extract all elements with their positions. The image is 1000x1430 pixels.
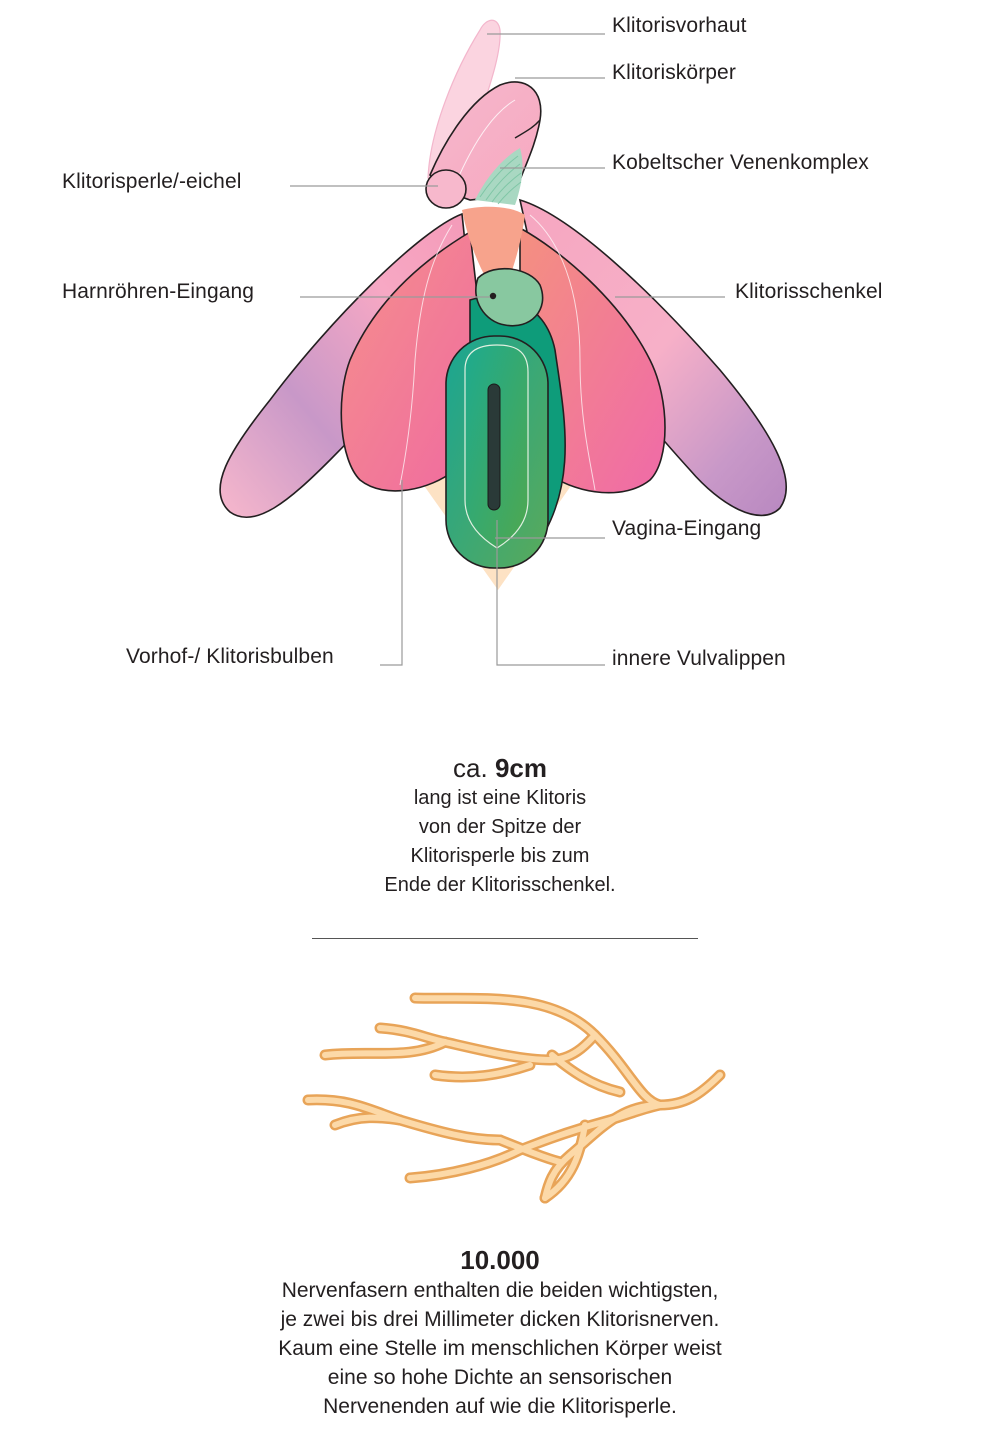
- label-venenkomplex: Kobeltscher Venenkomplex: [612, 151, 869, 174]
- bulb-highlight-left: [399, 224, 453, 486]
- nerve-line: Nervenenden auf wie die Klitorisperle.: [323, 1395, 677, 1418]
- nerve-line: eine so hohe Dichte an sensorischen: [327, 1366, 673, 1389]
- label-klitorisvorhaut: Klitorisvorhaut: [612, 14, 747, 37]
- anatomy-diagram: [219, 19, 788, 666]
- body-fold: [514, 119, 541, 139]
- label-vulvalippen: innere Vulvalippen: [612, 647, 786, 670]
- nerve-stat: 10.000 Nervenfasern enthalten die beiden…: [150, 1244, 850, 1421]
- label-klitoriskoerper: Klitoriskörper: [612, 61, 736, 84]
- label-bulben: Vorhof-/ Klitorisbulben: [126, 645, 334, 668]
- section-divider: [312, 938, 698, 939]
- urethra-blob: [475, 267, 544, 327]
- leader-lines: [290, 33, 725, 666]
- nerve-value: 10.000: [460, 1245, 540, 1275]
- length-line: lang ist eine Klitoris: [413, 787, 587, 809]
- length-line: Ende der Klitorisschenkel.: [384, 874, 616, 896]
- body-inner-line: [454, 99, 516, 186]
- label-klitorisperle: Klitorisperle/-eichel: [62, 170, 242, 193]
- nerve-line: Kaum eine Stelle im menschlichen Körper …: [278, 1337, 722, 1360]
- bulb-highlight-right: [529, 214, 596, 491]
- label-vagina: Vagina-Eingang: [612, 517, 762, 540]
- vaginal-opening: [487, 383, 501, 511]
- nerve-line: Nervenfasern enthalten die beiden wichti…: [281, 1279, 719, 1302]
- label-harnroehre: Harnröhren-Eingang: [62, 280, 255, 303]
- length-value: 9cm: [494, 753, 547, 783]
- length-line: Klitorisperle bis zum: [410, 845, 590, 867]
- urethra-dot: [489, 292, 497, 300]
- length-headline: ca. 9cm: [453, 753, 547, 783]
- label-klitorisschenkel: Klitorisschenkel: [735, 280, 883, 303]
- nerve-illustration: [302, 992, 726, 1204]
- nerve-line: je zwei bis drei Millimeter dicken Klito…: [280, 1308, 720, 1331]
- length-stat: ca. 9cm lang ist eine Klitoris von der S…: [250, 752, 750, 900]
- length-line: von der Spitze der: [418, 816, 582, 838]
- glans: [425, 169, 467, 209]
